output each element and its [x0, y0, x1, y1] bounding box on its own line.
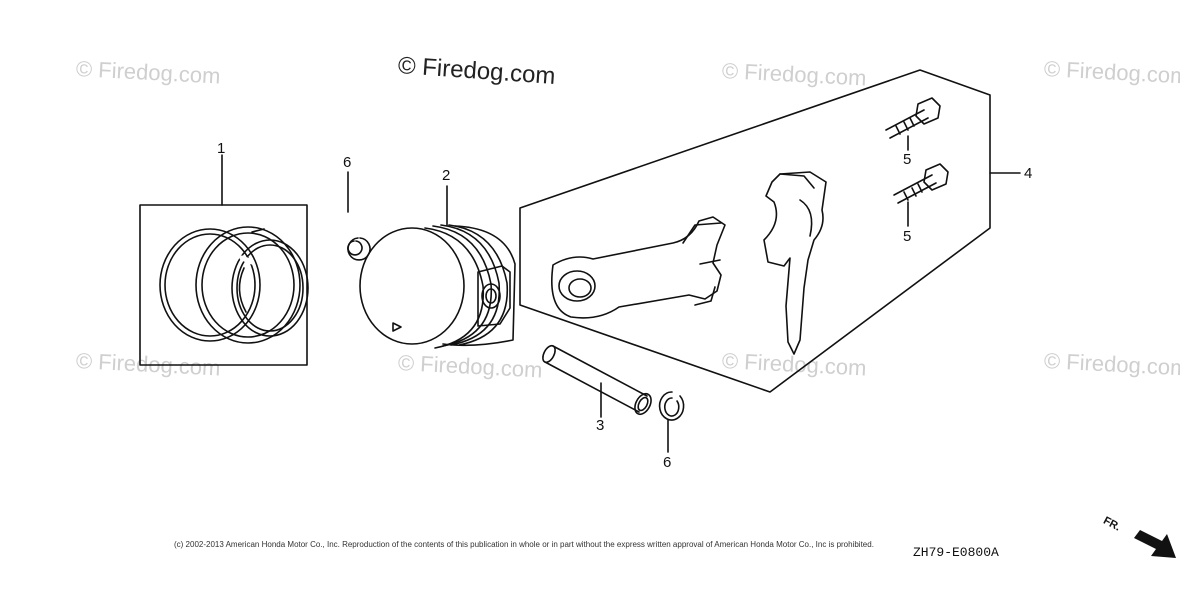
piston-ring-set [139, 154, 309, 366]
rod-bolt-lower [893, 163, 949, 204]
piston-pin [542, 344, 652, 418]
callout-1: 1 [217, 140, 226, 157]
rod-bolt-upper [885, 97, 941, 139]
callout-5-lower: 5 [903, 228, 912, 245]
copyright-notice: (c) 2002-2013 American Honda Motor Co., … [174, 540, 874, 549]
drawing-code: ZH79-E0800A [913, 545, 999, 560]
rod-assembly-outline-box [519, 69, 991, 393]
connecting-rod-assembly [519, 69, 1021, 393]
piston-pin-clip-upper [347, 171, 371, 261]
callout-4: 4 [1024, 165, 1033, 182]
callout-6-upper: 6 [343, 154, 352, 171]
piston-pin-clip-lower [658, 391, 685, 453]
callout-2: 2 [442, 167, 451, 184]
front-direction-arrow-icon [1134, 530, 1176, 558]
ring-set-outline-box [139, 204, 308, 366]
callout-3: 3 [596, 417, 605, 434]
callout-6-lower: 6 [663, 454, 672, 471]
piston [359, 185, 516, 349]
callout-5-upper: 5 [903, 151, 912, 168]
